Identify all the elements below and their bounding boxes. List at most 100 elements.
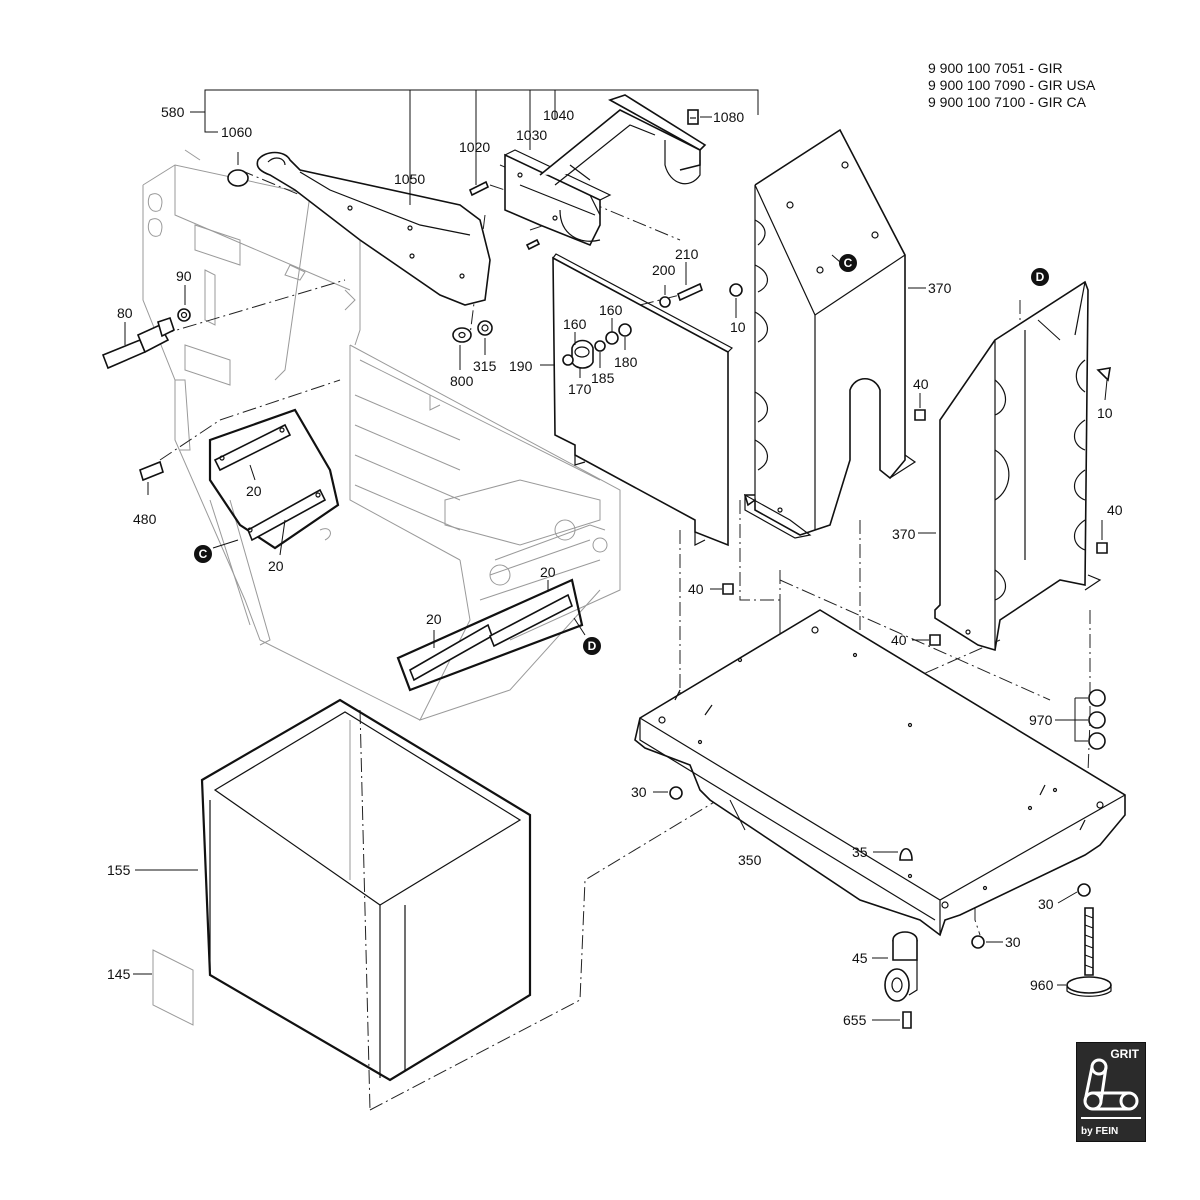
label-315: 315 [473,358,497,374]
part-30-nut-c [971,935,985,949]
label-155: 155 [107,862,131,878]
label-1080: 1080 [713,109,744,125]
label-40-c: 40 [688,581,704,597]
label-40-a: 40 [913,376,929,392]
svg-text:D: D [1036,270,1045,284]
part-10-screw-left [729,283,743,297]
label-90: 90 [176,268,192,284]
part-370-stand-rear [743,128,917,539]
label-40-d: 40 [891,632,907,648]
label-45: 45 [852,950,868,966]
label-20-c: 20 [426,611,442,627]
model-number-gir-usa: 9 900 100 7090 - GIR USA [928,77,1096,93]
label-145: 145 [107,966,131,982]
label-160-right: 160 [599,302,623,318]
part-170-bushing [571,339,594,369]
part-10-screw-right [1096,367,1111,382]
part-155-tank [200,698,532,1082]
part-45-caster [884,931,918,1002]
label-1030: 1030 [516,127,547,143]
label-40-b: 40 [1107,502,1123,518]
reference-marker-c-lower: C [194,545,212,563]
label-1060: 1060 [221,124,252,140]
part-30-nut-a [669,786,683,800]
label-190: 190 [509,358,533,374]
svg-text:D: D [588,639,597,653]
part-160-washer-a [562,354,574,366]
part-185-washer [594,340,606,352]
grit-by-fein-logo: GRIT by FEIN [1076,1042,1146,1142]
part-190-panel [552,253,733,547]
part-40-screw-c [722,583,734,595]
part-1060-plug [227,169,249,187]
label-370-front: 370 [892,526,916,542]
label-20-b: 20 [268,558,284,574]
label-30-c: 30 [1005,934,1021,950]
label-580: 580 [161,104,185,120]
part-80-knob [101,316,175,370]
label-350: 350 [738,852,762,868]
label-960: 960 [1030,977,1054,993]
label-185: 185 [591,370,615,386]
reference-marker-d-lower: D [583,637,601,655]
part-1030-pin [525,238,541,251]
part-1050-handle-bar [256,151,491,306]
model-number-gir: 9 900 100 7051 - GIR [928,60,1063,76]
part-800-washer [452,327,472,343]
label-800: 800 [450,373,474,389]
part-40-screw-d [929,634,941,646]
svg-text:C: C [199,547,208,561]
label-370-rear: 370 [928,280,952,296]
part-210-screw [677,282,703,302]
part-1020-screw [468,180,490,197]
label-210: 210 [675,246,699,262]
part-40-screw-b [1096,542,1108,554]
belt-grinder-icon [1081,1058,1141,1119]
part-90-washer [177,308,191,322]
part-number-labels: 580 1060 1050 1020 1030 1040 1080 90 80 … [107,104,1123,1028]
part-20-strip-group-d [396,578,584,692]
part-40-screw-a [914,409,926,421]
label-160-left: 160 [563,316,587,332]
reference-marker-d-upper: D [1031,268,1049,286]
label-80: 80 [117,305,133,321]
part-970-nuts [1088,689,1106,750]
part-960-leveling-foot [1066,907,1112,997]
label-200: 200 [652,262,676,278]
label-30-a: 30 [631,784,647,800]
label-30-b: 30 [1038,896,1054,912]
part-655-screw [902,1011,912,1029]
part-35-cap [899,847,913,861]
label-1050: 1050 [394,171,425,187]
label-655: 655 [843,1012,867,1028]
part-20-strip-group-c [208,408,340,550]
logo-brand-text: GRIT [1110,1047,1139,1061]
label-35: 35 [852,844,868,860]
model-number-list: 9 900 100 7051 - GIR 9 900 100 7090 - GI… [928,60,1095,111]
part-315-nut [477,320,493,336]
part-370-stand-front [934,280,1102,652]
part-1080-screw [687,109,699,125]
label-180: 180 [614,354,638,370]
logo-maker-text: by FEIN [1081,1126,1119,1137]
part-160-washer-b [605,331,619,345]
label-10-right: 10 [1097,405,1113,421]
label-1040: 1040 [543,107,574,123]
part-180-nut [618,323,632,337]
label-10-left: 10 [730,319,746,335]
part-480-screw [139,460,164,482]
model-number-gir-ca: 9 900 100 7100 - GIR CA [928,94,1086,110]
reference-marker-c-upper: C [839,254,857,272]
label-970: 970 [1029,712,1053,728]
part-200-washer [659,296,671,308]
part-1040-bracket [504,94,707,247]
part-30-nut-b [1077,883,1091,897]
leader-lines [124,89,1108,1021]
label-20-d: 20 [540,564,556,580]
label-20-a: 20 [246,483,262,499]
svg-text:C: C [844,256,853,270]
label-1020: 1020 [459,139,490,155]
part-350-base-plate [634,609,1126,937]
